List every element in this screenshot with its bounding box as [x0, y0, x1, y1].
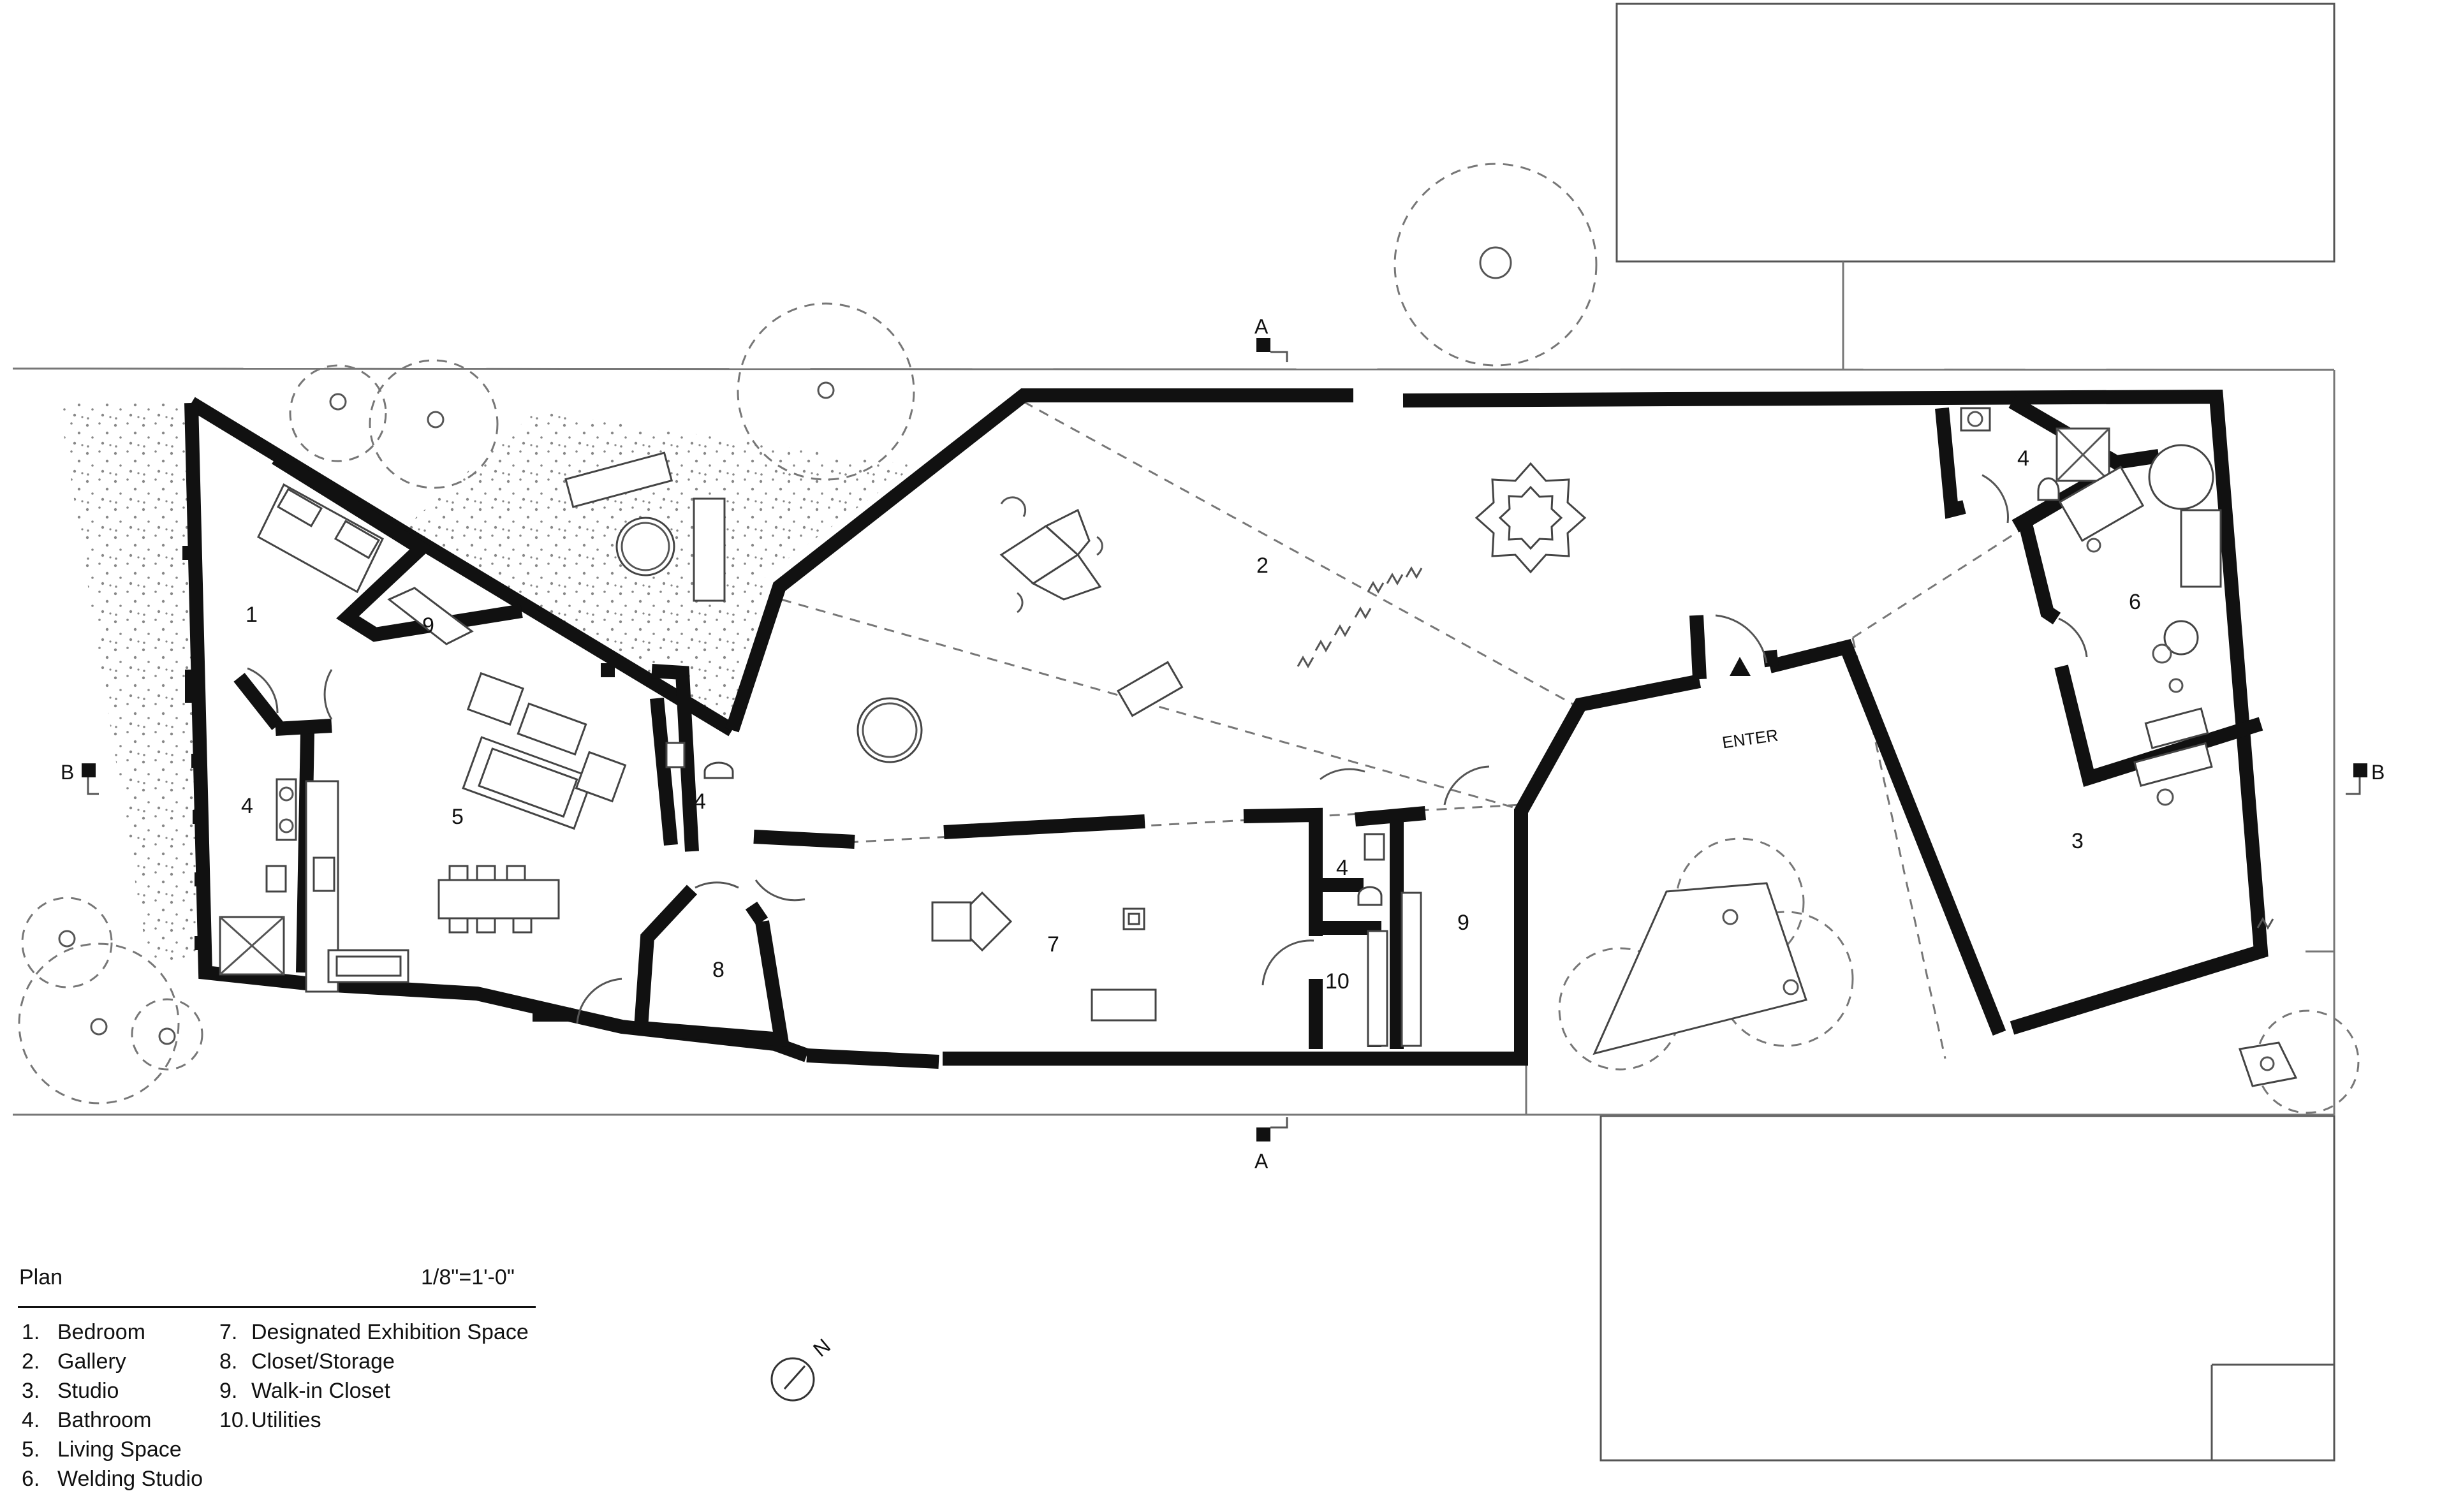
- section-marker-b-east: B: [2346, 761, 2385, 795]
- walls: [184, 388, 2269, 1069]
- neighbor-building-south: [1600, 1115, 2335, 1462]
- window-notches: [182, 546, 615, 1022]
- legend-column-1: 1.Bedroom 2.Gallery 3.Studio 4.Bathroom …: [22, 1317, 203, 1494]
- entry-label: ENTER: [1721, 725, 1779, 752]
- site-boundary: [12, 367, 2335, 1116]
- legend-item: 3.Studio: [22, 1379, 119, 1403]
- svg-text:A: A: [1254, 1150, 1269, 1173]
- legend-divider: [18, 1306, 536, 1308]
- legend-item: 1.Bedroom: [22, 1320, 145, 1344]
- room-number-living: 5: [452, 805, 464, 829]
- section-marker-a-bottom: A: [1254, 1117, 1288, 1173]
- room-number-bathroom-mid: 4: [694, 789, 706, 814]
- room-number-bedroom: 1: [246, 603, 258, 627]
- room-number-studio: 3: [2071, 829, 2084, 853]
- svg-text:B: B: [61, 761, 74, 784]
- legend-item: 4.Bathroom: [22, 1408, 152, 1432]
- furniture: [219, 407, 2274, 1047]
- svg-text:B: B: [2371, 761, 2385, 784]
- legend-item: 8.Closet/Storage: [219, 1349, 395, 1374]
- legend-item: 5.Living Space: [22, 1437, 182, 1462]
- planter-east: [2239, 1041, 2298, 1087]
- legend-item: 2.Gallery: [22, 1349, 126, 1374]
- plan-title: Plan: [19, 1265, 63, 1289]
- entry-arrow-icon: [1730, 657, 1751, 676]
- section-marker-a-top: A: [1254, 315, 1288, 362]
- neighbor-building-north: [1615, 3, 2335, 263]
- svg-text:N: N: [809, 1334, 835, 1361]
- room-number-exhibition: 7: [1047, 932, 1059, 957]
- svg-text:A: A: [1254, 315, 1269, 338]
- room-number-bathroom-south: 4: [1336, 856, 1348, 880]
- room-number-utilities: 10: [1325, 969, 1350, 994]
- gravel-area-west: [59, 402, 201, 964]
- room-number-storage: 8: [712, 958, 724, 982]
- room-number-bathroom-west: 4: [241, 794, 253, 818]
- section-marker-b-west: B: [61, 761, 99, 795]
- legend-item: 7.Designated Exhibition Space: [219, 1320, 529, 1344]
- room-numbers: 1 9 4 5 4 8 2 7 4 9 10 4 6 3: [241, 446, 2141, 994]
- scale-label: 1/8"=1'-0": [421, 1265, 515, 1289]
- room-number-bathroom-east: 4: [2017, 446, 2029, 471]
- room-number-welding: 6: [2129, 590, 2141, 614]
- planter-triangle: [1592, 882, 1807, 1055]
- door-swings: [247, 474, 2088, 1024]
- room-number-closet-west: 9: [422, 613, 434, 638]
- legend-item: 6.Welding Studio: [22, 1467, 203, 1491]
- room-number-closet-south: 9: [1457, 911, 1469, 935]
- legend-column-2: 7.Designated Exhibition Space 8.Closet/S…: [219, 1317, 529, 1435]
- north-arrow-icon: N: [770, 1334, 835, 1402]
- legend-item: 9.Walk-in Closet: [219, 1379, 390, 1403]
- legend-item: 10.Utilities: [219, 1408, 321, 1432]
- room-number-gallery: 2: [1256, 554, 1269, 578]
